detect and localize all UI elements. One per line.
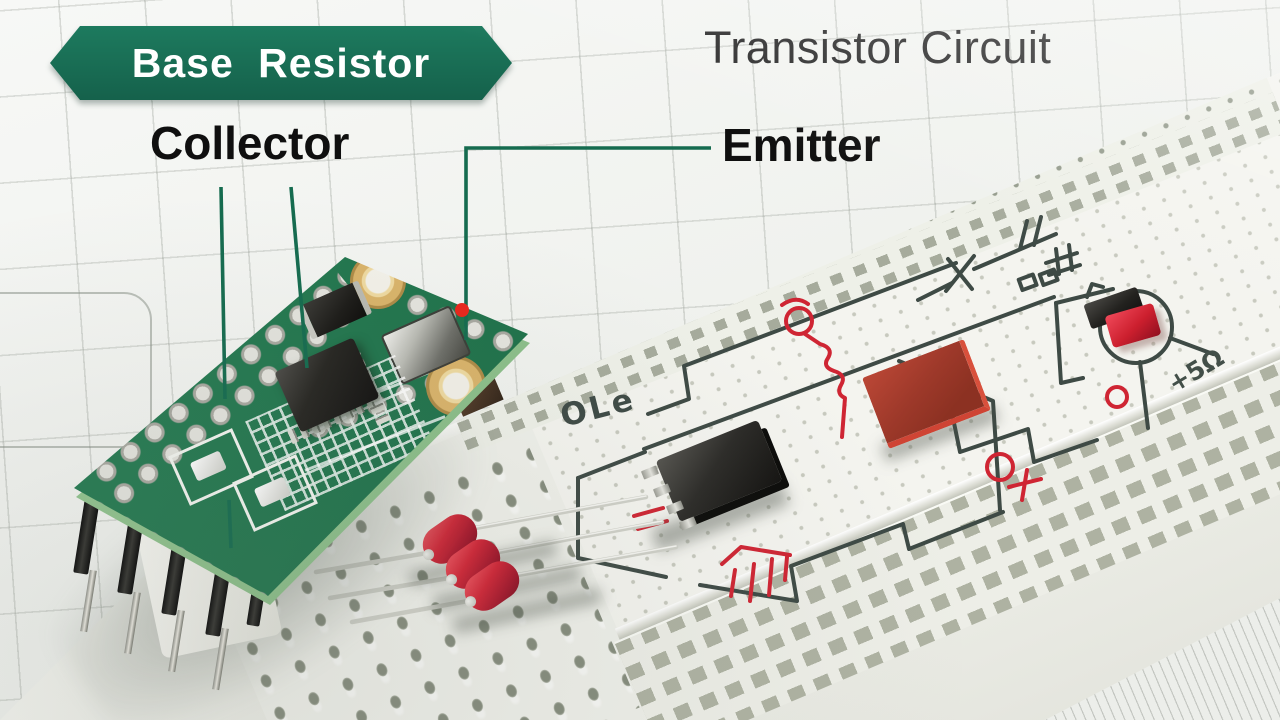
smd-part	[189, 450, 228, 482]
banner-label: Base Resistor	[131, 39, 431, 86]
smd-part	[253, 476, 292, 508]
emitter-label: Emitter	[722, 119, 881, 171]
base-resistor-banner: Base Resistor	[50, 26, 512, 100]
collector-label: Collector	[150, 117, 350, 169]
banner-arrow-shape: Base Resistor	[50, 26, 512, 100]
page-title: Transistor Circuit	[704, 22, 1052, 73]
paper-rounded-outline	[0, 292, 152, 448]
